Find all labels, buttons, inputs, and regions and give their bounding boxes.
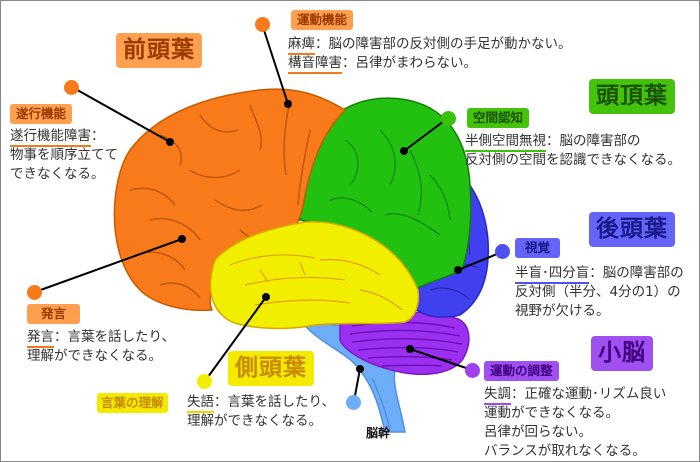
motor-coordination-description: 失調：正確な運動･リズム良い 運動ができなくなる。 呂律が回らない。 バランスが… bbox=[484, 386, 667, 459]
parietal-lobe-title: 頭頂葉 bbox=[589, 79, 675, 114]
cerebellum-title: 小脳 bbox=[591, 336, 653, 371]
language-comprehension-tag: 言葉の理解 bbox=[97, 393, 168, 413]
spatial-cognition-description: 半側空間無視：脳の障害部の 反対側の空間を認識できなくなる。 bbox=[465, 133, 681, 168]
executive-function-marker-dot bbox=[64, 80, 79, 95]
speech-description: 発言：言葉を話したり、 理解ができなくなる。 bbox=[27, 329, 175, 364]
term-hemispatial-neglect: 半側空間無視 bbox=[465, 133, 546, 152]
occipital-lobe-title: 後頭葉 bbox=[589, 212, 675, 247]
vision-description: 半盲･四分盲：脳の障害部の 反対側（半分、4分の1）の 視野が欠ける。 bbox=[515, 265, 684, 319]
term-dysarthria: 構音障害 bbox=[288, 55, 342, 74]
motor-coordination-marker-dot bbox=[465, 363, 480, 378]
motor-coordination-tag: 運動の調整 bbox=[484, 361, 559, 381]
term-ataxia: 失調 bbox=[484, 386, 511, 405]
speech-marker-dot bbox=[27, 285, 42, 300]
parietal-region bbox=[299, 97, 472, 292]
speech-tag: 発言 bbox=[27, 304, 81, 324]
term-hemianopia: 半盲･四分盲 bbox=[515, 265, 590, 284]
term-paralysis: 麻痺 bbox=[288, 36, 315, 55]
vision-marker-dot bbox=[495, 244, 510, 259]
motor-function-marker-dot bbox=[255, 17, 270, 32]
term-aphasia: 失語 bbox=[187, 394, 214, 413]
language-comprehension-description: 失語：言葉を話したり、 理解ができなくなる。 bbox=[187, 394, 335, 429]
spatial-cognition-marker-dot bbox=[441, 111, 456, 126]
language-comprehension-marker-dot bbox=[197, 374, 212, 389]
term-executive-dysfunction: 遂行機能障害 bbox=[10, 128, 91, 147]
brainstem-marker-dot bbox=[346, 395, 361, 410]
leader-lines bbox=[34, 23, 503, 402]
motor-function-description: 麻痺：脳の障害部の反対側の手足が動かない。 構音障害：呂律がまわらない。 bbox=[288, 35, 572, 74]
executive-function-tag: 遂行機能 bbox=[10, 104, 73, 124]
motor-function-tag: 運動機能 bbox=[291, 10, 354, 30]
term-speech: 発言 bbox=[27, 329, 54, 348]
spatial-cognition-tag: 空間認知 bbox=[467, 108, 530, 128]
temporal-lobe-title: 側頭葉 bbox=[228, 351, 314, 386]
frontal-lobe-title: 前頭葉 bbox=[116, 33, 202, 68]
vision-tag: 視覚 bbox=[515, 238, 561, 258]
brainstem-label: 脳幹 bbox=[366, 426, 391, 440]
executive-function-description: 遂行機能障害： 物事を順序立てて できなくなる。 bbox=[10, 128, 118, 182]
